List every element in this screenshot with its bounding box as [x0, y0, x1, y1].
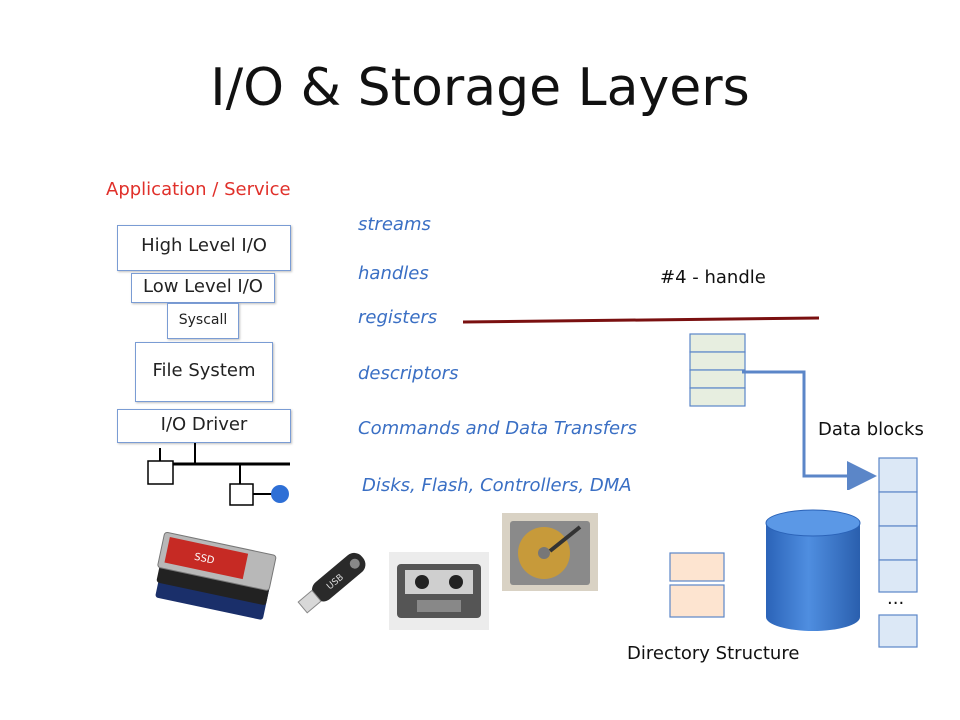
- cylinder-top: [765, 509, 861, 537]
- descriptor-slot-4: [689, 387, 746, 407]
- usb-drive-photo: USB: [297, 552, 366, 614]
- directory-block-2: [669, 584, 725, 618]
- registers-label: registers: [358, 307, 438, 328]
- page-title: I/O & Storage Layers: [210, 58, 750, 118]
- handle-label: #4 - handle: [660, 267, 766, 288]
- descriptors-label: descriptors: [358, 363, 459, 384]
- descriptor-slot-1: [689, 333, 746, 353]
- descriptor-slot-2: [689, 351, 746, 371]
- bus-diagram: [147, 443, 290, 506]
- device-node: [271, 485, 289, 503]
- commands-label: Commands and Data Transfers: [358, 418, 637, 439]
- data-blocks-ellipsis: ...: [887, 588, 905, 609]
- descriptor-slot-3: [689, 369, 746, 389]
- directory-structure-label: Directory Structure: [627, 643, 800, 664]
- streams-label: streams: [358, 214, 431, 235]
- file-system-label: File System: [152, 360, 256, 381]
- descriptor-arrow: [742, 370, 877, 490]
- low-level-io-box: Low Level I/O: [131, 273, 275, 303]
- file-system-box: File System: [135, 342, 273, 402]
- descriptor-table: [689, 333, 746, 407]
- high-level-io-box: High Level I/O: [117, 225, 291, 271]
- hard-disk-photo: [502, 513, 598, 591]
- device-box-2: [229, 483, 254, 506]
- storage-cylinder: [765, 509, 861, 631]
- directory-blocks: [669, 552, 725, 618]
- data-block-3: [878, 525, 918, 561]
- devices-label: Disks, Flash, Controllers, DMA: [362, 475, 632, 496]
- io-driver-label: I/O Driver: [160, 414, 248, 435]
- data-block-5: [878, 614, 918, 648]
- data-blocks-stack: [878, 457, 918, 648]
- low-level-io-label: Low Level I/O: [143, 276, 263, 297]
- data-block-2: [878, 491, 918, 527]
- data-block-4: [878, 559, 918, 593]
- cassette-photo: [389, 552, 489, 630]
- directory-block-1: [669, 552, 725, 582]
- io-driver-box: I/O Driver: [117, 409, 291, 443]
- data-block-1: [878, 457, 918, 493]
- ssd-photo-label: SSD: [193, 552, 216, 567]
- application-service-label: Application / Service: [106, 179, 291, 200]
- cylinder-body: [766, 523, 860, 631]
- device-box-1: [147, 460, 174, 485]
- handles-label: handles: [358, 263, 429, 284]
- syscall-box: Syscall: [167, 303, 239, 339]
- handle-connector: [462, 316, 820, 324]
- ssd-photo: SSD: [155, 531, 277, 620]
- data-blocks-label: Data blocks: [818, 419, 924, 440]
- high-level-io-label: High Level I/O: [141, 235, 267, 256]
- syscall-label: Syscall: [178, 312, 228, 328]
- arrow-path: [742, 370, 877, 490]
- handle-line: [462, 316, 820, 324]
